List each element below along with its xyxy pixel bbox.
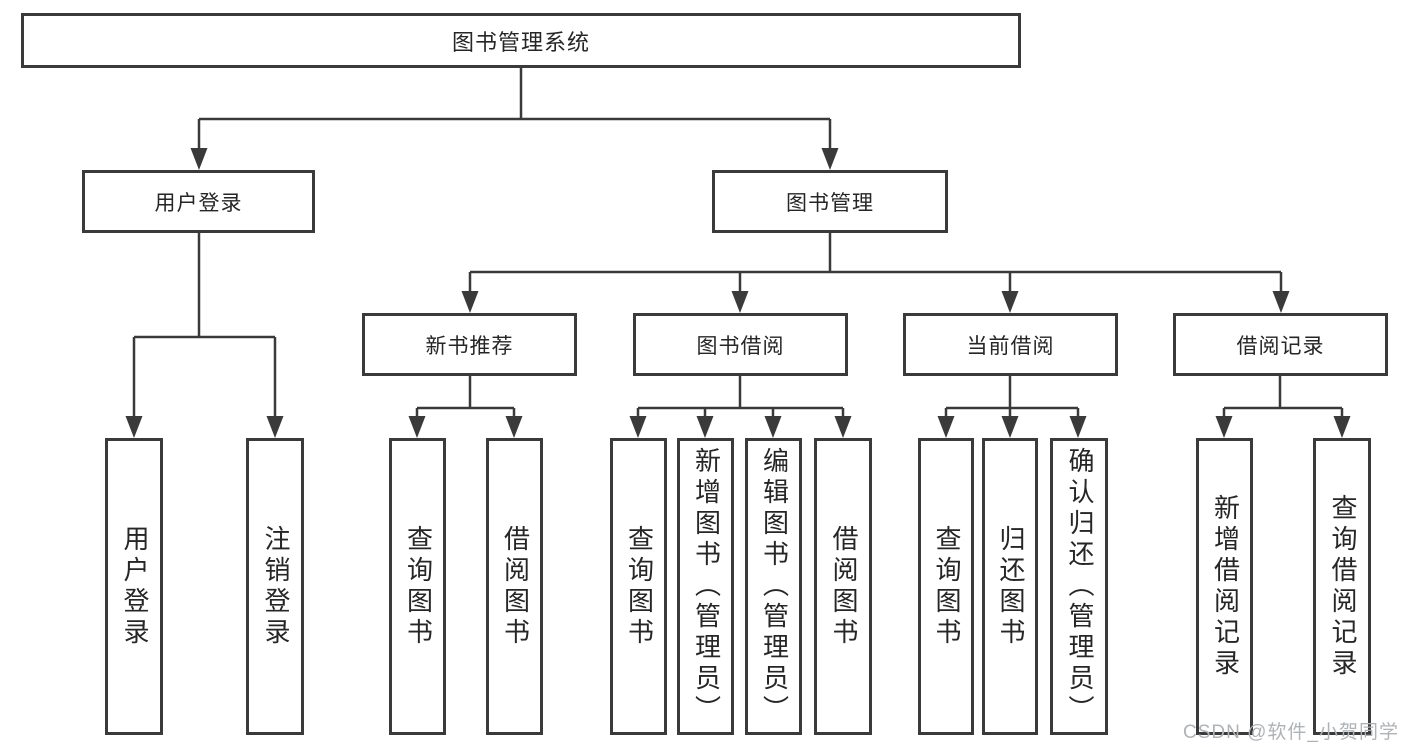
node-current-borrow: 当前借阅 <box>903 313 1118 376</box>
node-current-borrow-label: 当前借阅 <box>966 334 1055 358</box>
leaf-borrow-borrow-books-label: 借阅图书 <box>828 524 859 649</box>
leaf-user-login: 用户登录 <box>105 438 163 735</box>
arrow-down-icon <box>821 148 839 170</box>
leaf-newbooks-borrow-books-label: 借阅图书 <box>500 524 531 649</box>
leaf-borrow-query-books-label: 查询图书 <box>624 524 655 649</box>
leaf-current-return-books: 归还图书 <box>982 438 1038 735</box>
csdn-watermark: CSDN @软件_小贺同学 <box>1183 722 1399 743</box>
arrow-down-icon <box>1272 291 1290 313</box>
leaf-logout: 注销登录 <box>246 438 304 735</box>
arrow-down-icon <box>696 416 714 438</box>
arrow-down-icon <box>1333 416 1351 438</box>
arrow-down-icon <box>1001 291 1019 313</box>
node-borrow-records-label: 借阅记录 <box>1236 334 1325 358</box>
leaf-borrow-borrow-books: 借阅图书 <box>814 438 872 735</box>
leaf-current-confirm-return-admin: 确认归还（管理员） <box>1050 438 1108 735</box>
arrow-down-icon <box>125 416 143 438</box>
arrow-down-icon <box>1215 416 1233 438</box>
leaf-user-login-label: 用户登录 <box>119 524 150 649</box>
node-book-borrow-label: 图书借阅 <box>696 334 785 358</box>
leaf-logout-label: 注销登录 <box>260 524 291 649</box>
leaf-records-query-record-label: 查询借阅记录 <box>1327 493 1358 680</box>
leaf-newbooks-borrow-books: 借阅图书 <box>486 438 543 735</box>
node-borrow-records: 借阅记录 <box>1173 313 1388 376</box>
leaf-current-confirm-return-admin-label: 确认归还（管理员） <box>1064 447 1095 726</box>
leaf-borrow-edit-books-admin-label: 编辑图书（管理员） <box>759 447 790 726</box>
arrow-down-icon <box>731 291 749 313</box>
node-new-book-recommend-label: 新书推荐 <box>425 334 514 358</box>
node-book-borrow: 图书借阅 <box>633 313 848 376</box>
arrow-down-icon <box>190 148 208 170</box>
arrow-down-icon <box>266 416 284 438</box>
leaf-current-return-books-label: 归还图书 <box>995 524 1026 649</box>
node-book-management: 图书管理 <box>712 170 948 233</box>
leaf-borrow-edit-books-admin: 编辑图书（管理员） <box>745 438 802 735</box>
node-user-login-group-label: 用户登录 <box>154 191 243 215</box>
leaf-newbooks-query-books-label: 查询图书 <box>403 524 434 649</box>
leaf-records-add-record: 新增借阅记录 <box>1196 438 1253 735</box>
leaf-records-add-record-label: 新增借阅记录 <box>1210 493 1241 680</box>
leaf-borrow-add-books-admin: 新增图书（管理员） <box>677 438 734 735</box>
leaf-borrow-query-books: 查询图书 <box>610 438 667 735</box>
arrow-down-icon <box>408 416 426 438</box>
leaf-current-query-books: 查询图书 <box>918 438 974 735</box>
arrow-down-icon <box>505 416 523 438</box>
leaf-borrow-add-books-admin-label: 新增图书（管理员） <box>691 447 722 726</box>
leaf-records-query-record: 查询借阅记录 <box>1313 438 1371 735</box>
node-new-book-recommend: 新书推荐 <box>362 313 577 376</box>
arrow-down-icon <box>937 416 955 438</box>
leaf-newbooks-query-books: 查询图书 <box>389 438 446 735</box>
leaf-current-query-books-label: 查询图书 <box>931 524 962 649</box>
node-user-login-group: 用户登录 <box>82 170 315 233</box>
arrow-down-icon <box>764 416 782 438</box>
arrow-down-icon <box>1001 416 1019 438</box>
arrow-down-icon <box>834 416 852 438</box>
arrow-down-icon <box>629 416 647 438</box>
arrow-down-icon <box>1069 416 1087 438</box>
node-root-system: 图书管理系统 <box>21 13 1021 68</box>
node-book-management-label: 图书管理 <box>786 191 874 215</box>
arrow-down-icon <box>461 291 479 313</box>
node-root-label: 图书管理系统 <box>451 29 590 55</box>
